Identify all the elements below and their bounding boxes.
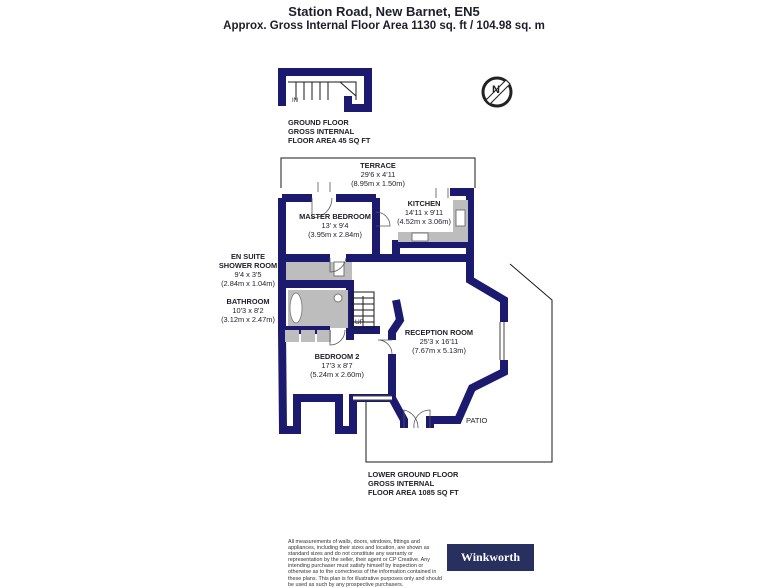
room-label-terrace: TERRACE 29'6 x 4'11 (8.95m x 1.50m) [351, 161, 405, 188]
ground-floor-label: GROUND FLOOR GROSS INTERNAL FLOOR AREA 4… [288, 118, 371, 145]
kitchen-counter-bottom [398, 232, 468, 242]
windows [353, 322, 505, 401]
property-title: Station Road, New Barnet, EN5 [288, 4, 480, 19]
terrace-outline [280, 157, 476, 188]
room-label-bedroom-2: BEDROOM 2 17'3 x 8'7 (5.24m x 2.60m) [310, 352, 364, 379]
room-label-master-bedroom: MASTER BEDROOM 13' x 9'4 (3.95m x 2.84m) [299, 212, 371, 239]
stairs-up-label: UP [355, 319, 365, 326]
stairs [351, 291, 375, 329]
disclaimer-text: All measurements of walls, doors, window… [288, 539, 442, 588]
wardrobe-2 [301, 330, 315, 342]
wardrobe-1 [285, 330, 299, 342]
winkworth-logo: Winkworth [447, 544, 534, 571]
room-label-patio: PATIO [466, 416, 488, 425]
patio-outline [365, 263, 553, 463]
ground-floor-plan [278, 68, 372, 112]
kitchen-sink [411, 232, 429, 242]
fixtures [285, 200, 468, 342]
door-swings [311, 182, 449, 429]
lower-ground-floor-label: LOWER GROUND FLOOR GROSS INTERNAL FLOOR … [368, 470, 459, 497]
hob [455, 209, 466, 227]
gross-area-title: Approx. Gross Internal Floor Area 1130 s… [223, 20, 545, 32]
room-label-en-suite: EN SUITE SHOWER ROOM 9'4 x 3'5 (2.84m x … [218, 252, 278, 288]
compass-letter: N [492, 84, 500, 96]
ground-floor-entry-label: IN [292, 98, 298, 104]
lower-ground-walls [278, 188, 508, 434]
room-label-kitchen: KITCHEN 14'11 x 9'11 (4.52m x 3.06m) [397, 199, 451, 226]
north-compass-icon [481, 76, 513, 108]
floor-plan [278, 68, 553, 463]
wardrobe-3 [317, 330, 331, 342]
room-label-reception: RECEPTION ROOM 25'3 x 16'11 (7.67m x 5.1… [404, 328, 474, 355]
room-label-bathroom: BATHROOM 10'3 x 8'2 (3.12m x 2.47m) [221, 297, 275, 324]
